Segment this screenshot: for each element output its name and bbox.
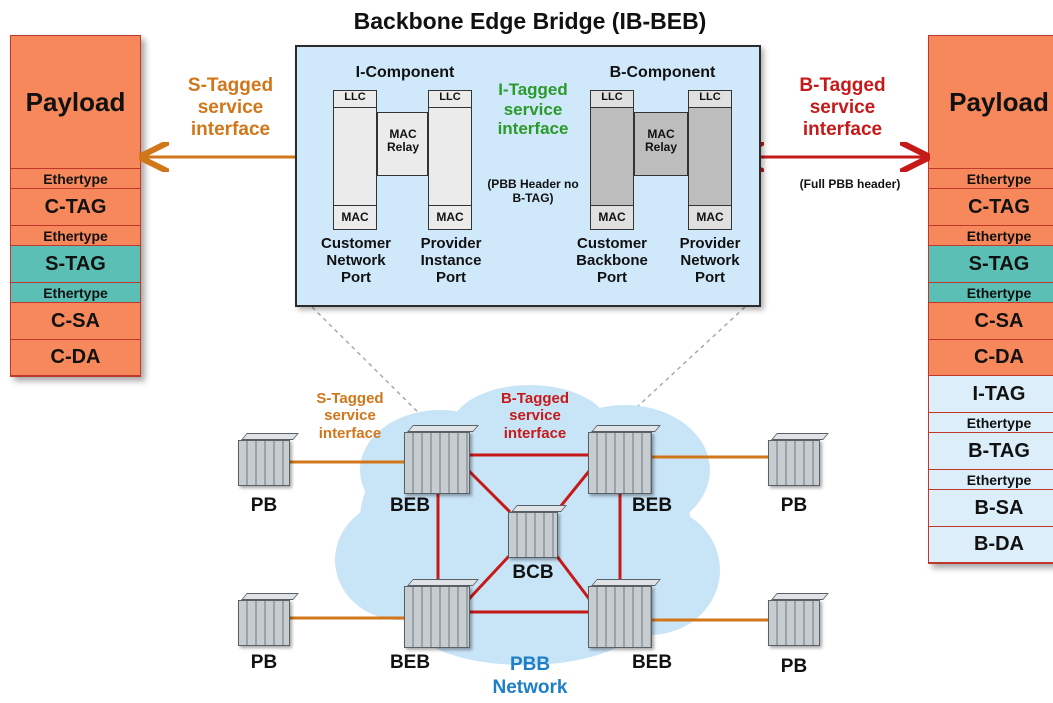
frame-ethertype: Ethertype <box>929 283 1053 303</box>
mac-box: MAC <box>688 205 732 230</box>
net-b-tagged-label: B-Tagged service interface <box>500 390 570 442</box>
frame-c-sa: C-SA <box>11 303 140 340</box>
pb-switch-bottom-right <box>768 593 829 646</box>
llc-box: LLC <box>333 90 377 108</box>
pbb-header-note: (PBB Header no B-TAG) <box>487 177 579 205</box>
frame-ethertype: Ethertype <box>11 169 140 189</box>
bcb-switch <box>508 505 567 558</box>
frame-c-da: C-DA <box>929 340 1053 376</box>
b-mac-relay <box>634 112 688 176</box>
pbb-network-label: PBB Network <box>492 654 568 698</box>
frame-s-tag: S-TAG <box>929 246 1053 283</box>
frame-ethertype: Ethertype <box>929 470 1053 490</box>
provider-instance-port-label: Provider Instance Port <box>420 235 482 286</box>
frame-ethertype: Ethertype <box>929 226 1053 246</box>
i-tagged-interface-label: I-Tagged service interface <box>497 80 569 139</box>
full-pbb-header-note: (Full PBB header) <box>799 177 901 191</box>
mac-box: MAC <box>333 205 377 230</box>
i-component-label: I-Component <box>355 64 455 81</box>
frame-ethertype: Ethertype <box>11 226 140 246</box>
pb-switch-top-right <box>768 433 829 486</box>
beb-label: BEB <box>631 495 673 516</box>
mac-relay-label: MAC Relay <box>644 127 678 155</box>
frame-i-tag: I-TAG <box>929 376 1053 413</box>
core-links <box>436 453 622 614</box>
diagram-title: Backbone Edge Bridge (IB-BEB) <box>353 8 707 34</box>
frame-payload: Payload <box>929 36 1053 169</box>
zoom-line-left <box>311 306 439 433</box>
frame-c-da: C-DA <box>11 340 140 376</box>
frame-payload: Payload <box>11 36 140 169</box>
frame-b-da: B-DA <box>929 527 1053 563</box>
b-component-label: B-Component <box>609 64 716 81</box>
llc-box: LLC <box>428 90 472 108</box>
pb-label: PB <box>250 495 278 516</box>
pb-switch-top-left <box>238 433 299 486</box>
customer-backbone-port-label: Customer Backbone Port <box>576 235 648 286</box>
mac-box: MAC <box>428 205 472 230</box>
frame-b-tag: B-TAG <box>929 433 1053 470</box>
i-mac-relay <box>377 112 428 176</box>
customer-network-port-label: Customer Network Port <box>320 235 391 286</box>
beb-switch-top-right <box>588 425 661 494</box>
pb-links <box>290 455 768 622</box>
bcb-label: BCB <box>512 562 554 583</box>
mac-relay-label: MAC Relay <box>386 127 420 155</box>
beb-switch-bottom-left <box>404 579 479 648</box>
ib-beb-box <box>295 45 761 307</box>
frame-ethertype: Ethertype <box>929 413 1053 433</box>
frame-s-tag: S-TAG <box>11 246 140 283</box>
frame-c-sa: C-SA <box>929 303 1053 340</box>
frame-b-sa: B-SA <box>929 490 1053 527</box>
beb-label: BEB <box>631 652 673 673</box>
net-s-tagged-label: S-Tagged service interface <box>316 390 384 442</box>
beb-switch-top-left <box>404 425 479 494</box>
pb-label: PB <box>780 656 808 677</box>
beb-label: BEB <box>389 495 431 516</box>
beb-label: BEB <box>389 652 431 673</box>
beb-switch-bottom-right <box>588 579 661 648</box>
b-tagged-interface-label: B-Tagged service interface <box>799 75 886 140</box>
frame-c-tag: C-TAG <box>11 189 140 226</box>
pb-label: PB <box>780 495 808 516</box>
provider-network-port-label: Provider Network Port <box>679 235 741 286</box>
frame-ethertype: Ethertype <box>929 169 1053 189</box>
mac-box: MAC <box>590 205 634 230</box>
s-tagged-interface-label: S-Tagged service interface <box>187 75 274 140</box>
llc-box: LLC <box>590 90 634 108</box>
frame-ethertype: Ethertype <box>11 283 140 303</box>
pb-label: PB <box>250 652 278 673</box>
llc-box: LLC <box>688 90 732 108</box>
frame-c-tag: C-TAG <box>929 189 1053 226</box>
pb-switch-bottom-left <box>238 593 299 646</box>
